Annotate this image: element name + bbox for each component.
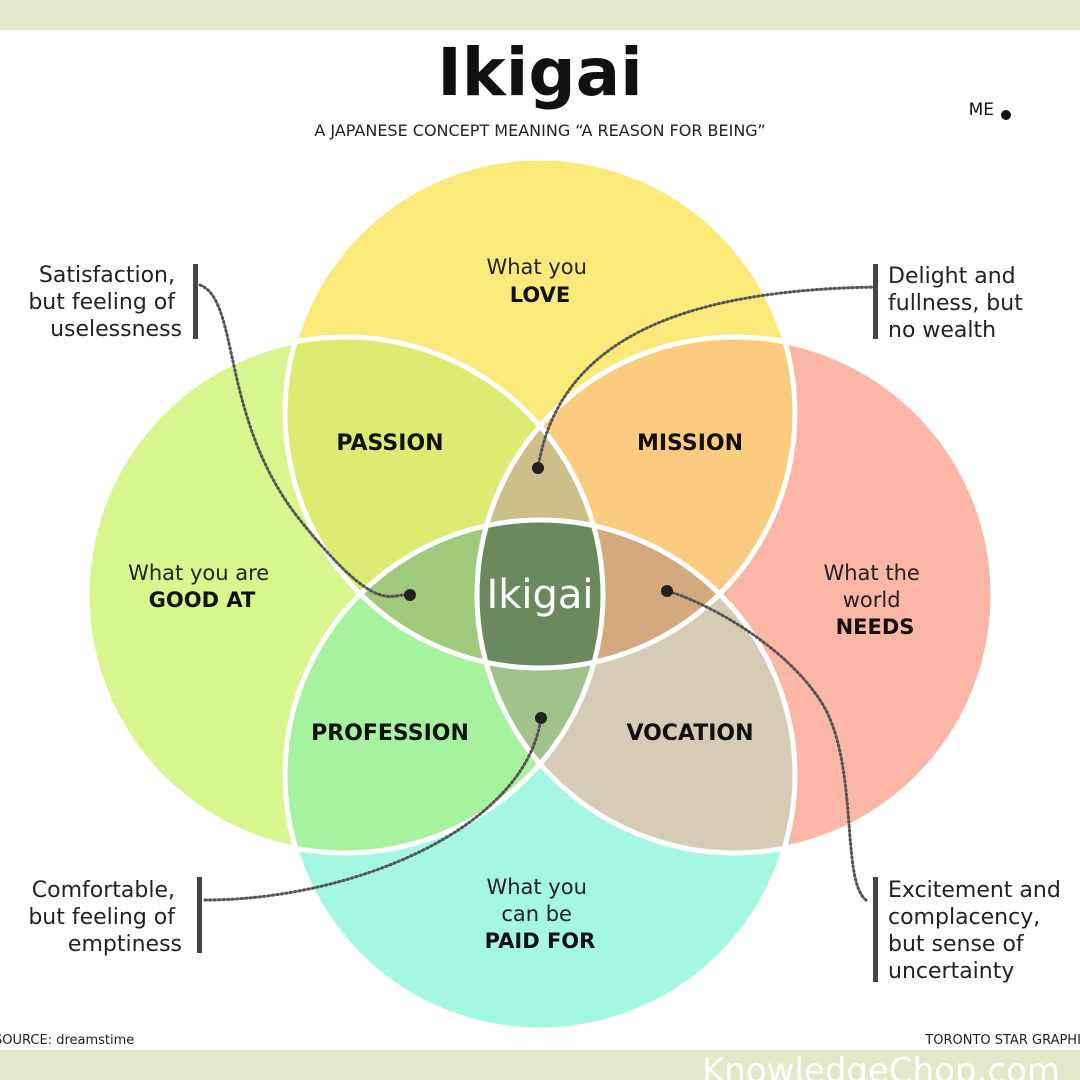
- note-top-right: Delight and fullness, but no wealth: [888, 264, 1030, 343]
- connector-top-right: [536, 285, 878, 470]
- me-legend-label: ME: [969, 100, 994, 120]
- graphic-credit: TORONTO STAR GRAPHIC: [924, 1033, 1080, 1048]
- note-bar-bottom-left: [197, 877, 202, 953]
- label-passion: PASSION: [336, 431, 443, 456]
- note-bar-bottom-right: [873, 877, 878, 982]
- label-love: What you LOVE: [486, 255, 593, 307]
- dot-good-love-icon: [404, 589, 416, 601]
- label-needs: What the world NEEDS: [823, 561, 926, 639]
- label-vocation: VOCATION: [626, 721, 753, 746]
- title: Ikigai: [437, 34, 642, 111]
- label-profession: PROFESSION: [311, 721, 469, 746]
- source-credit: SOURCE: dreamstime: [0, 1033, 134, 1048]
- note-top-left: Satisfaction, but feeling of uselessness: [28, 263, 182, 342]
- note-bottom-right: Excitement and complacency, but sense of…: [888, 878, 1068, 984]
- connector-bottom-right: [665, 589, 868, 902]
- dot-needs-paid-icon: [661, 585, 673, 597]
- note-bottom-left: Comfortable, but feeling of emptiness: [28, 878, 182, 957]
- label-mission: MISSION: [637, 431, 743, 456]
- note-bar-top-right: [873, 264, 878, 339]
- note-bar-top-left: [193, 264, 198, 339]
- subtitle: A JAPANESE CONCEPT MEANING “A REASON FOR…: [314, 121, 765, 140]
- watermark: KnowledgeChop.com: [702, 1051, 1060, 1080]
- label-good-at: What you are GOOD AT: [128, 561, 276, 612]
- label-ikigai-center: Ikigai: [486, 572, 593, 618]
- label-paid-for: What you can be PAID FOR: [485, 875, 596, 953]
- dot-love-needs-icon: [532, 462, 544, 474]
- me-legend-dot-icon: [1001, 110, 1011, 120]
- circle-outlines: [84, 155, 996, 1033]
- dot-good-paid-icon: [535, 712, 547, 724]
- connector-bottom-left: [203, 716, 543, 902]
- connector-top-left: [198, 283, 412, 598]
